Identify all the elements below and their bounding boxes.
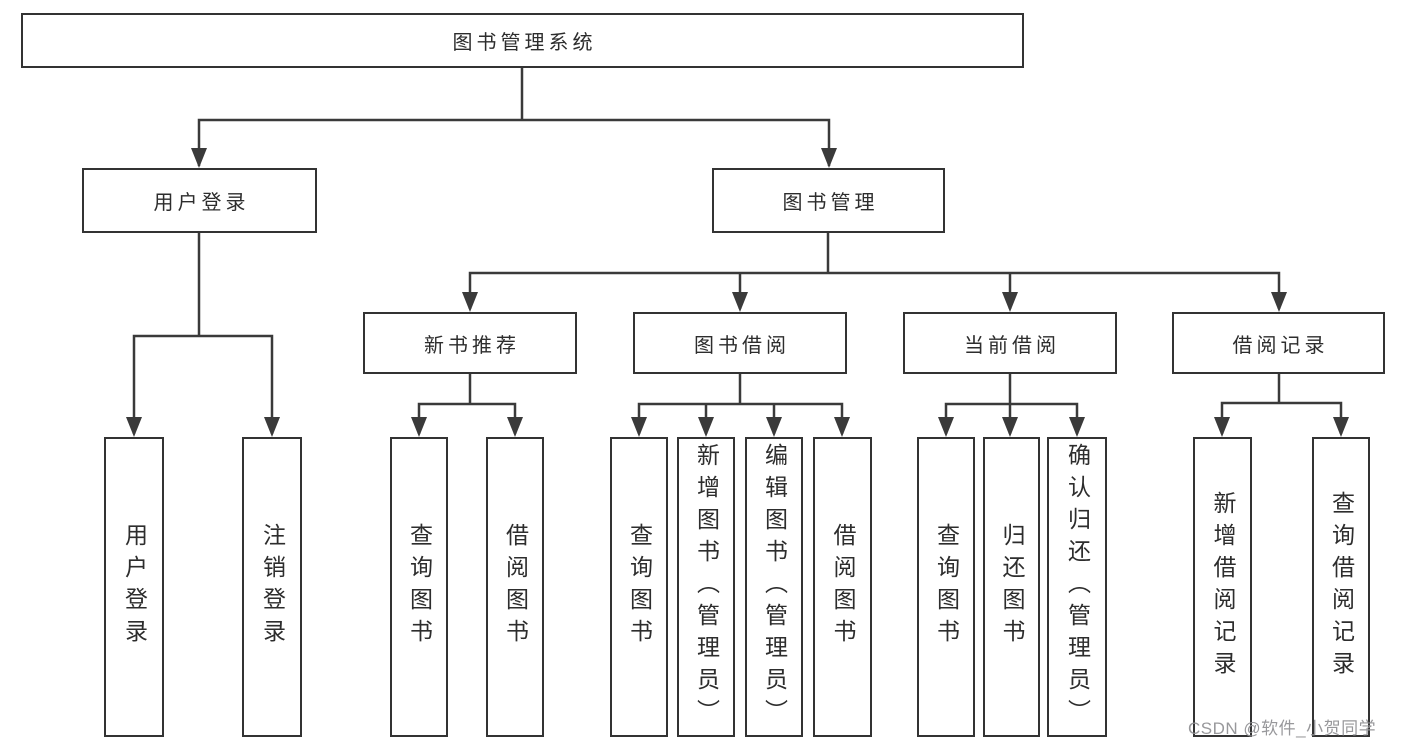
node-label: 图书借阅 [694,334,790,357]
node-label: 查询图书 [406,523,433,651]
node-label: 图书管理 [782,192,879,214]
node-user-login: 用户登录 [82,168,317,233]
node-label: 查询借阅记录 [1328,491,1355,683]
node-label: 归还图书 [999,523,1025,651]
node-root-system: 图书管理系统 [21,13,1024,68]
node-label: 图书管理系统 [452,32,597,54]
node-label: 用户登录 [121,523,148,651]
leaf-query-borrow-record: 查询借阅记录 [1312,437,1370,737]
leaf-borrow-books-borrow: 借阅图书 [813,437,872,737]
leaf-borrow-books-recommend: 借阅图书 [486,437,544,737]
node-current-borrow: 当前借阅 [903,312,1117,374]
node-label: 查询图书 [626,523,653,651]
leaf-add-borrow-record: 新增借阅记录 [1193,437,1252,737]
csdn-watermark: CSDN @软件_小贺同学 [1188,719,1377,738]
leaf-confirm-return-admin: 确认归还（管理员） [1047,437,1107,737]
leaf-query-books-recommend: 查询图书 [390,437,448,737]
node-label: 编辑图书（管理员） [761,443,788,731]
leaf-return-book: 归还图书 [983,437,1040,737]
node-label: 借阅图书 [502,523,529,651]
node-new-book-recommend: 新书推荐 [363,312,577,374]
node-book-borrow: 图书借阅 [633,312,847,374]
leaf-query-books-borrow: 查询图书 [610,437,668,737]
connector-lines [132,67,1343,434]
arrowheads [126,148,1349,437]
node-label: 确认归还（管理员） [1064,443,1091,731]
leaf-query-books-current: 查询图书 [917,437,975,737]
node-label: 借阅记录 [1232,334,1329,357]
node-label: 查询图书 [933,523,960,651]
node-label: 新增借阅记录 [1210,491,1236,683]
leaf-edit-book-admin: 编辑图书（管理员） [745,437,803,737]
leaf-user-login: 用户登录 [104,437,164,737]
node-label: 用户登录 [153,192,250,214]
leaf-add-book-admin: 新增图书（管理员） [677,437,735,737]
leaf-logout: 注销登录 [242,437,302,737]
node-label: 新增图书（管理员） [693,443,720,731]
node-label: 当前借阅 [964,334,1060,357]
node-book-management: 图书管理 [712,168,945,233]
node-borrow-records: 借阅记录 [1172,312,1385,374]
node-label: 注销登录 [259,523,286,651]
node-label: 新书推荐 [424,334,520,357]
node-label: 借阅图书 [830,523,856,651]
